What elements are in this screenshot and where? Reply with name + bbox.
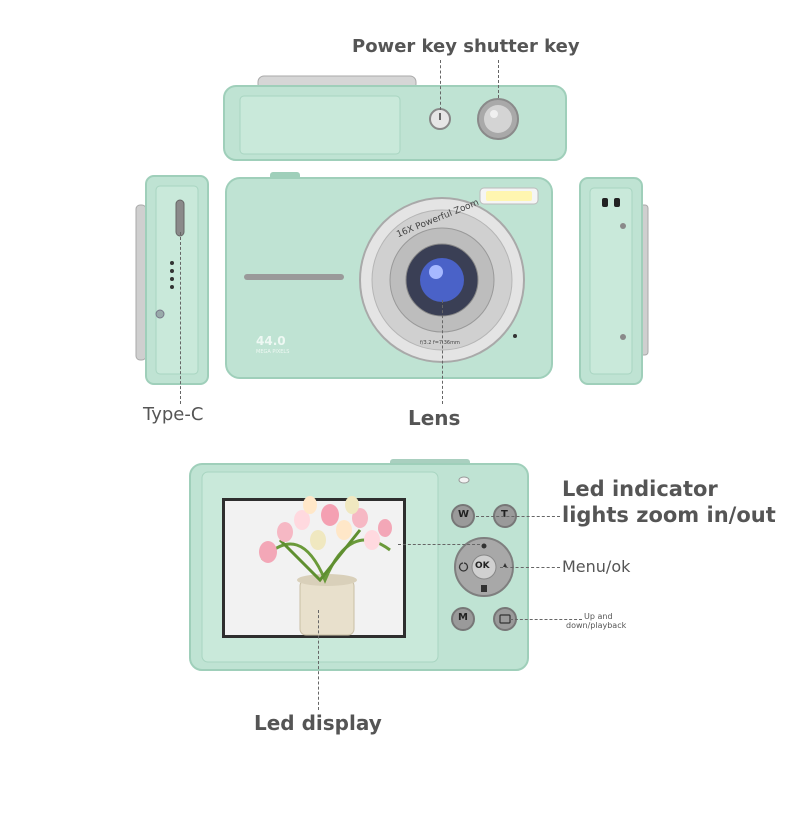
leader-type-c: [180, 232, 181, 404]
lens-spec-text: f/3.2 f=7.36mm: [420, 340, 460, 346]
label-type-c: Type-C: [143, 404, 204, 425]
leader-menu-ok: [500, 567, 560, 568]
button-t-label: T: [501, 509, 508, 520]
leader-power: [440, 60, 441, 110]
leader-lens: [442, 300, 443, 404]
label-menu-ok: Menu/ok: [562, 557, 631, 576]
lens: [359, 197, 525, 363]
label-up-down-2: down/playback: [566, 621, 627, 630]
trash-icon: [481, 585, 487, 592]
leader-up-down: [510, 619, 582, 620]
button-m-label: M: [458, 612, 468, 623]
label-led-indicator-1: Led indicator: [562, 477, 718, 501]
leader-shutter: [498, 60, 499, 98]
label-led-indicator-2: lights zoom in/out: [562, 503, 776, 527]
button-w-label: W: [458, 509, 470, 520]
leader-led-indicator: [476, 516, 560, 517]
megapixels-sub: MEGA PIXELS: [256, 349, 290, 355]
label-power-shutter: Power key shutter key: [352, 36, 580, 57]
shutter-key: [477, 98, 519, 140]
leader-led-screen: [398, 544, 480, 545]
leader-led-display: [318, 610, 319, 710]
power-icon: [429, 108, 451, 130]
flash-icon: [479, 187, 539, 205]
megapixels-value: 44.0: [256, 334, 286, 348]
label-lens: Lens: [408, 406, 461, 430]
label-up-down-1: Up and: [584, 612, 613, 621]
tulip-photo: [259, 496, 392, 636]
button-ok-label: OK: [475, 561, 490, 571]
label-led-display: Led display: [254, 711, 382, 735]
playback-icon: [493, 607, 517, 631]
